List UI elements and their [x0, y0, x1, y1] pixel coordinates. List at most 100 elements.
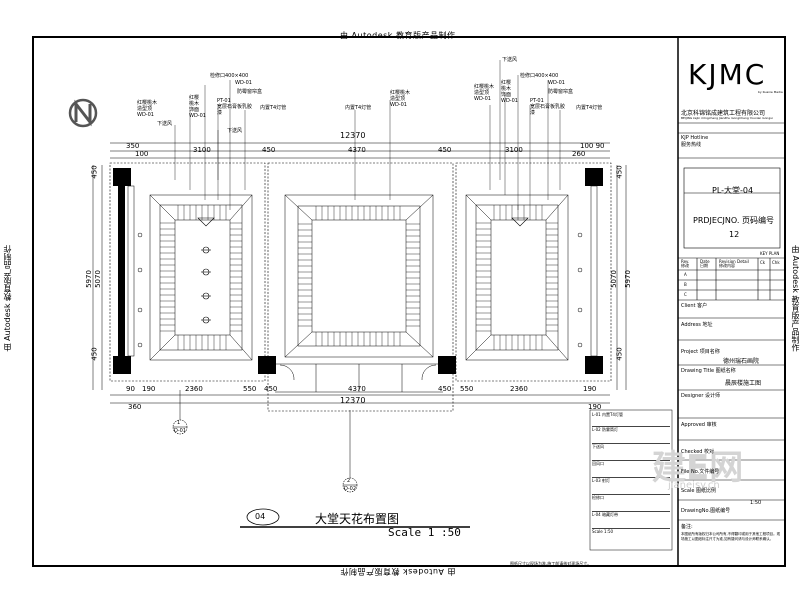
project-no: 12	[729, 230, 740, 239]
section-marker-1	[172, 390, 188, 435]
company-name-en: BEIJING keJin mIngcheng JianZhu GongChen…	[681, 116, 773, 120]
dim-top-seg: 100	[135, 150, 149, 158]
dim-bottom-seg: 360	[128, 403, 142, 411]
site-watermark: 建E网	[652, 448, 744, 488]
logo-sub: by Kuanie Media	[758, 90, 783, 94]
dim-right	[616, 165, 627, 390]
annotation: 内置T4灯管	[260, 105, 287, 111]
company-name-cn: 北京科锦铭成建筑工程有限公司	[681, 110, 766, 117]
dim-left-seg: 450	[90, 165, 99, 179]
drawing-title-graphic	[240, 508, 470, 528]
annotation: 内置T4灯管	[576, 105, 603, 111]
key-plan-label: KEY PLAN	[760, 251, 780, 256]
legend-row: 回风口	[592, 460, 670, 477]
annotation: 防霉窗帘盒	[237, 89, 263, 95]
legend-scale: Scale 1:50	[592, 528, 670, 541]
checked-label: Checked 校对	[681, 449, 715, 455]
annotation: 红樱桃木 造型顶 WD-01	[474, 84, 495, 102]
dim-left-seg: 450	[90, 347, 99, 361]
drawing-number: 04	[255, 512, 266, 521]
dim-bottom-seg: 450	[438, 385, 452, 393]
legend-row: L-03 射灯	[592, 477, 670, 494]
hotline-cn: 服务热线	[681, 142, 702, 148]
dim-left-seg: 5070	[93, 270, 102, 288]
annotation: 红樱桃木 造型顶 WD-01	[137, 100, 158, 118]
drawing-title-label: Drawing Title 图纸名称	[681, 368, 736, 374]
watermark-right: 由 Autodesk 教育版产品制作	[791, 245, 800, 352]
dim-bottom-seg: 550	[460, 385, 474, 393]
dim-top-seg: 4370	[348, 146, 366, 154]
dim-top-seg: 100 90	[580, 142, 605, 150]
dim-right-seg: 5070	[609, 270, 618, 288]
dim-bottom-seg: 190	[588, 403, 602, 411]
annotation: 下送风	[157, 121, 173, 127]
annotation: WD-01	[235, 80, 252, 86]
legend-box	[589, 409, 673, 551]
dim-top-seg: 3100	[505, 146, 523, 154]
annotation: WD-01	[548, 80, 565, 86]
address-label: Address 地址	[681, 322, 713, 328]
dim-bottom-seg: 190	[142, 385, 156, 393]
dim-bottom-seg: 90	[126, 385, 135, 393]
client-label: Client 客户	[681, 303, 708, 309]
watermark-top: 由 Autodesk 教育版产品制作	[340, 31, 456, 40]
dim-top-overall: 12370	[340, 131, 366, 140]
legend-row: 检修口	[592, 494, 670, 511]
center-ceiling	[275, 194, 443, 393]
project-value: 德州瑞石画院	[723, 358, 760, 365]
rev-row: C	[684, 292, 687, 297]
wall-light-markers	[137, 232, 583, 348]
drawing-title: 大堂天花布置图	[315, 512, 400, 526]
annotation: 下送风	[227, 128, 243, 134]
section-num: 1	[177, 420, 181, 426]
dim-right-seg: 450	[615, 165, 624, 179]
remarks-text: 本图纸所有版权归本公司所有,不得翻印或用于其他工程项目。现场施工以图纸标注尺寸为…	[681, 532, 781, 541]
legend-row: 下送风	[592, 443, 670, 460]
left-hatch	[160, 205, 242, 350]
annotation: 下送风	[502, 57, 518, 63]
right-hatch	[476, 205, 558, 350]
annotation: 防霉窗帘盒	[548, 89, 574, 95]
annotation: PT-01 宽层石膏板乳胶 漆	[217, 98, 253, 116]
drawing-no-label: DrawingNo.图纸编号	[681, 508, 731, 514]
title-block-lines	[678, 122, 785, 521]
project-label: Project 项目名称	[681, 349, 720, 355]
dim-top-seg: 260	[572, 150, 586, 158]
legend-row: L-04 暗藏灯带	[592, 511, 670, 528]
north-arrow-icon	[68, 98, 98, 128]
rev-row: B	[684, 282, 687, 287]
annotation: PT-01 宽层石膏板乳胶 漆	[530, 98, 566, 116]
project-no-label: PRDJECJNO. 页码编号	[693, 216, 774, 225]
rev-header: Date 日期	[700, 259, 710, 268]
dim-left	[92, 165, 103, 390]
annotation: 红樱 桃木 饰面 WD-01	[189, 95, 206, 119]
site-watermark-url: jianeisy.cn	[668, 480, 720, 491]
dim-bottom-seg: 450	[264, 385, 278, 393]
dim-top-seg: 3100	[193, 146, 211, 154]
rev-header: Chk	[772, 260, 780, 265]
dim-bottom-seg: 550	[243, 385, 257, 393]
rev-header: Revision Detail 修改内容	[719, 259, 749, 268]
dim-bottom-seg: 190	[583, 385, 597, 393]
annotation: 检修口400×400	[210, 73, 249, 79]
dim-top	[110, 142, 610, 159]
dim-left-seg: 5970	[84, 270, 93, 288]
columns	[113, 168, 603, 374]
section-sheet: D-02	[344, 486, 357, 492]
dim-top-seg: 450	[262, 146, 276, 154]
file-label: File No.文件编号	[681, 469, 720, 475]
dim-right-seg: 450	[615, 347, 624, 361]
sheet-frame	[32, 36, 786, 567]
dim-bottom-overall: 12370	[340, 396, 366, 405]
hotline-label: KJP Hotline	[681, 135, 709, 141]
dim-top-seg: 350	[126, 142, 140, 150]
annotation: 红樱桃木 造型顶 WD-01	[390, 90, 411, 108]
left-wall	[118, 186, 125, 356]
annotation: 检修口400×400	[520, 73, 559, 79]
right-ceiling	[465, 194, 569, 361]
dim-bottom	[110, 394, 610, 404]
scale-value: 1:50	[750, 500, 762, 506]
drawing-title-value: 晨辰楼施工图	[725, 380, 762, 387]
dim-bottom-seg: 2360	[510, 385, 528, 393]
